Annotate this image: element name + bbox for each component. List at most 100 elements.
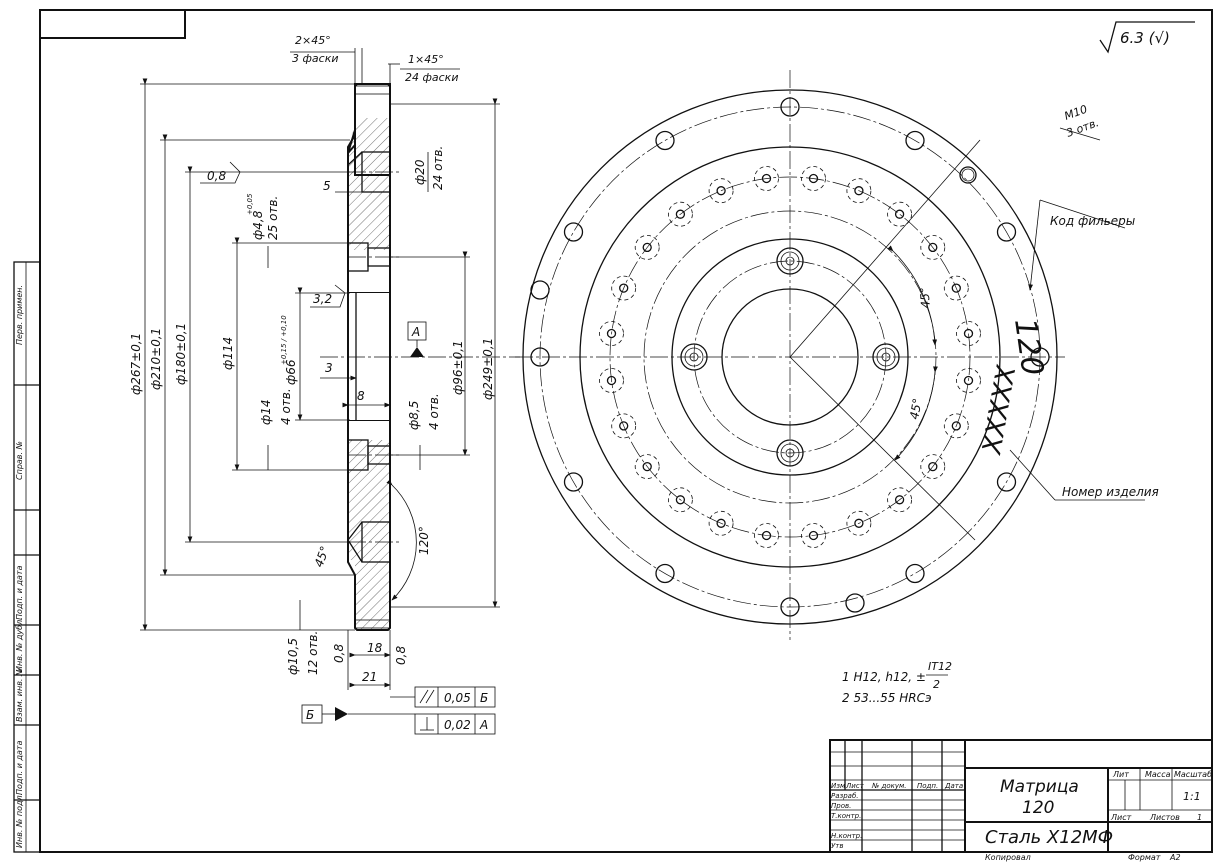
hub-hole (876, 347, 896, 367)
dim-angle-120: 120° (417, 526, 431, 555)
bolt-hole (655, 563, 675, 584)
die-hole-core (808, 173, 819, 184)
die-hole (846, 510, 872, 536)
stamp-podp-data-1: Подп. и дата (15, 565, 24, 620)
die-hole-core (642, 242, 652, 253)
die-hole (668, 201, 693, 227)
die-hole-core (716, 518, 726, 528)
roughness-symbol: 6.3 (√) (1099, 21, 1195, 54)
die-hole-core (675, 495, 686, 505)
code-value: 120 (1007, 316, 1050, 378)
die-hole-core (928, 461, 938, 472)
bolt-hole (996, 222, 1017, 242)
dim-chamfer-right-count: 24 фаски (405, 71, 458, 84)
dim-chamfer-right: 1×45° (408, 53, 444, 66)
m10-hole-2 (530, 280, 550, 300)
angle-45-b: 45° (907, 397, 924, 420)
tb-copied: Копировал (985, 853, 1031, 862)
die-hole-core (951, 421, 961, 431)
section-dimension-texts: 2×45° 3 фаски 1×45° 24 фаски ф267±0,1 ф2… (129, 34, 495, 684)
die-hole-core (761, 173, 772, 184)
dim-angle-45: 45° (312, 544, 332, 569)
dim-d85-count: 4 отв. (427, 393, 441, 430)
dim-3: 3 (325, 361, 333, 375)
die-hole (599, 368, 624, 393)
product-label: Номер изделия (1062, 485, 1159, 499)
tb-r-nkontr: Н.контр. (831, 832, 862, 840)
tol-perp-ref: А (479, 718, 488, 732)
dim-d96: ф96±0,1 (451, 340, 465, 395)
tb-material: Сталь Х12МФ (985, 827, 1113, 848)
front-view-labels: М10 3 отв. Код фильеры 120 Номер изделия… (907, 103, 1159, 499)
inner-holes (680, 247, 900, 467)
datum-a: А (407, 321, 427, 357)
dim-d105-count: 12 отв. (306, 631, 320, 675)
die-hole (611, 275, 637, 301)
dim-d20-count: 24 отв. (431, 146, 445, 190)
die-hole (887, 487, 912, 513)
die-hole-core (675, 209, 686, 219)
tb-scale: 1:1 (1183, 790, 1201, 803)
hub-hole (689, 352, 699, 362)
section-dimensions (140, 48, 500, 690)
die-hole (801, 166, 826, 191)
stamp-perv-primen: Перв. примен. (15, 285, 24, 345)
tb-h-date: Дата (944, 782, 963, 790)
tb-h-list: Лист (845, 782, 865, 790)
side-stamp: Перв. примен. Справ. № Подп. и дата Инв.… (13, 261, 41, 853)
tb-sheets: Листов (1149, 813, 1180, 822)
stamp-sprav-no: Справ. № (15, 441, 24, 480)
tb-r-tkontr: Т.контр. (831, 812, 861, 820)
tb-r-utv: Утв (831, 842, 843, 850)
tb-r-razrab: Разраб. (831, 792, 859, 800)
die-hole-core (854, 186, 864, 196)
bolt-hole (563, 222, 584, 242)
tb-name-1: Матрица (1000, 777, 1079, 797)
dim-d267: ф267±0,1 (129, 333, 143, 395)
dim-d114: ф114 (221, 337, 235, 370)
dim-8: 8 (357, 389, 365, 403)
note-1: 1 H12, h12, ± (842, 670, 926, 684)
tb-scale-label: Масштаб (1174, 770, 1212, 779)
outer-rim (522, 89, 1058, 625)
stamp-inv-dubl: Инв. № дубл. (15, 617, 24, 672)
tb-h-doc: № докум. (871, 782, 907, 790)
groove-outer (579, 146, 1001, 568)
bolt-hole (780, 597, 800, 617)
dim-d180: ф180±0,1 (174, 323, 188, 385)
dim-d14: ф14 (259, 399, 273, 425)
hub-hole (776, 439, 804, 467)
stamp-inv-podl: Инв. № подл. (15, 793, 24, 848)
die-hole-core (894, 495, 905, 505)
die-hole-core (642, 461, 652, 472)
die-hole (708, 178, 734, 204)
note-2: 2 53...55 HRCэ (842, 691, 932, 705)
dim-d66: ф66 (284, 359, 298, 385)
hub-hole (785, 256, 795, 266)
bolt-hole (1030, 347, 1050, 367)
datum-a-label: А (411, 325, 420, 339)
die-hole (599, 321, 624, 346)
technical-notes: 1 H12, h12, ± IT12 2 2 53...55 HRCэ (842, 660, 952, 705)
stamp-podp-data-2: Подп. и дата (15, 740, 24, 795)
title-block: Изм Лист № докум. Подп. Дата Разраб. Про… (829, 739, 1213, 862)
die-hole (754, 523, 779, 548)
die-hole-core (963, 375, 974, 386)
die-hole (634, 234, 660, 260)
dim-d66-tol: +0,15 / +0,10 (280, 315, 288, 365)
tb-h-izm: Изм (831, 782, 846, 790)
die-hole (801, 523, 826, 548)
roughness-value: 6.3 (√) (1120, 29, 1170, 47)
dim-d249: ф249±0,1 (481, 338, 495, 400)
hub-hole (776, 247, 804, 275)
dim-d105: ф10,5 (286, 638, 300, 675)
tb-format: Формат (1128, 853, 1161, 862)
die-hole (634, 454, 660, 480)
front-view (515, 70, 1145, 640)
die-hole (887, 201, 912, 227)
bolt-hole (780, 97, 800, 117)
note-1-num: IT12 (928, 660, 952, 673)
die-hole (943, 413, 969, 439)
hub-hole (872, 343, 900, 371)
